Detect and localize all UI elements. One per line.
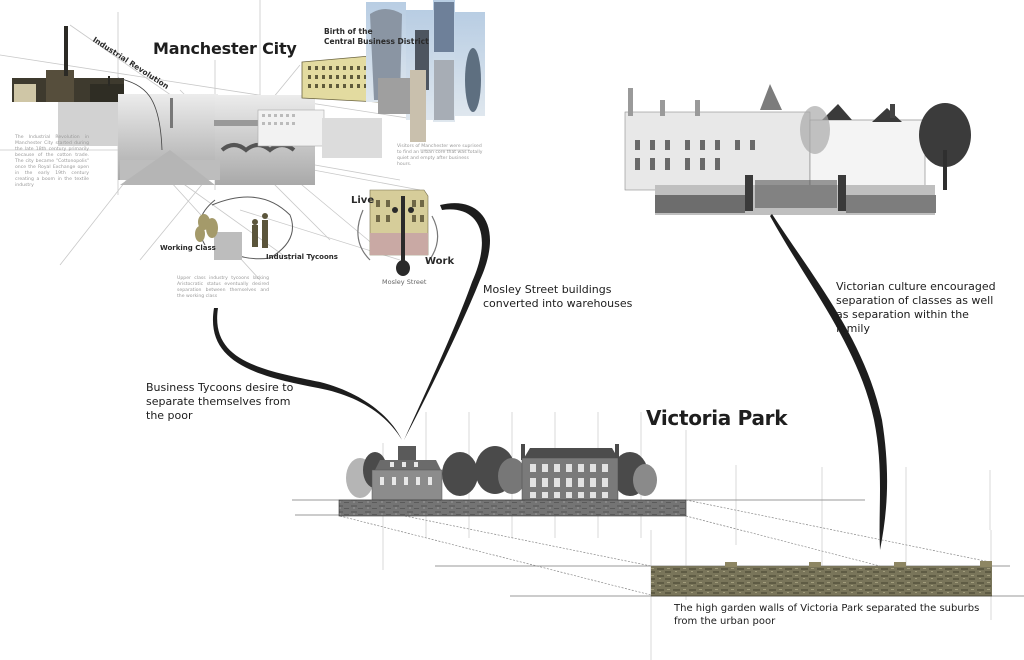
victoria-park-front-wall xyxy=(338,499,687,517)
arrows xyxy=(117,77,888,550)
victoria-park-houses xyxy=(346,444,657,501)
dashed-projection-lines xyxy=(339,499,991,596)
mosley-street-building xyxy=(357,189,439,276)
arrow-victorian-to-wall xyxy=(770,214,888,550)
cbd-sepia-building xyxy=(301,55,379,103)
working-class-label: Working Class xyxy=(160,244,216,252)
victorian-caption: Victorian culture encouraged separation … xyxy=(836,280,996,335)
class-separation-text: Upper class industry tycoons lacking Ari… xyxy=(177,276,269,299)
arrow-mosley-to-park xyxy=(404,203,491,440)
work-label: Work xyxy=(425,256,455,267)
manchester-city-title: Manchester City xyxy=(153,39,297,58)
manchester-historic-photo xyxy=(58,94,382,185)
victoria-park-title: Victoria Park xyxy=(646,406,788,430)
garden-wall xyxy=(651,561,992,597)
garden-wall-caption: The high garden walls of Victoria Park s… xyxy=(674,603,980,627)
skyscraper-collage xyxy=(366,0,485,142)
cbd-text: Visitors of Manchester were suprised to … xyxy=(397,144,483,167)
live-label: Live xyxy=(351,195,375,206)
factory-image xyxy=(12,26,124,102)
class-figures xyxy=(195,196,293,260)
thin-arrow-industrial xyxy=(117,77,163,151)
mosley-caption: Mosley Street buildings converted into w… xyxy=(483,283,633,310)
industrial-tycoons-label: Industrial Tycoons xyxy=(266,253,338,261)
cbd-title: Birth of the Central Business District xyxy=(324,27,429,46)
industrial-revolution-text: The Industrial Revolution in Manchester … xyxy=(15,135,89,188)
victorian-houses-engraving xyxy=(624,84,971,215)
tycoons-caption: Business Tycoons desire to separate them… xyxy=(146,381,294,422)
mosley-street-label: Mosley Street xyxy=(382,278,427,286)
